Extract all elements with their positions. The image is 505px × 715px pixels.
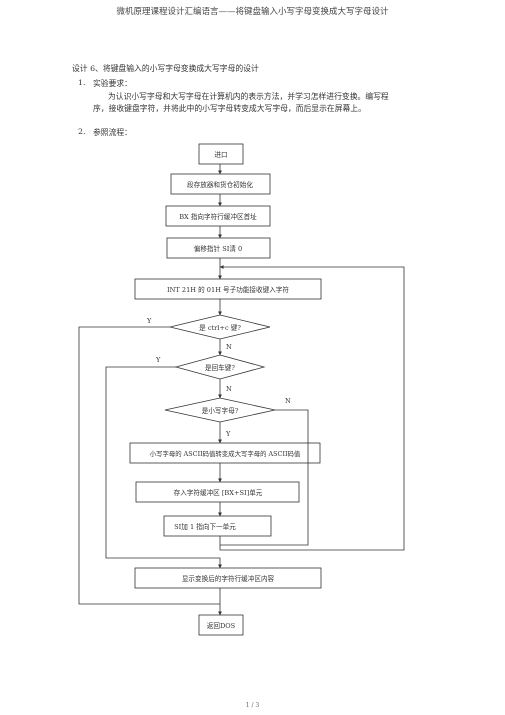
ctrlc-yes-label: Y <box>146 317 152 325</box>
convert-label: 小写字母的 ASCII码值转变成大写字母的 ASCII码值 <box>150 449 301 458</box>
ctrlc-no-label: N <box>226 343 232 351</box>
inc-label: SI加 1 指向下一单元 <box>174 522 236 531</box>
bx-label: BX 指向字符行缓冲区首址 <box>179 212 257 221</box>
lower-label: 是小写字母? <box>202 406 239 415</box>
start-label: 进口 <box>214 151 227 159</box>
init-label: 段存放器和货仓初始化 <box>187 180 253 189</box>
enter-label: 是回车键? <box>205 363 235 372</box>
flow-label: 参照流程： <box>93 128 132 137</box>
convert-box <box>129 442 321 464</box>
requirement-label: 实验要求： <box>93 79 132 88</box>
store-box <box>135 481 300 503</box>
requirement-line-2: 序，接收键盘字符，并将此中的小写字母转变成大写字母，而后显示在屏幕上。 <box>93 104 366 113</box>
display-box <box>134 567 322 589</box>
requirement-number: 1. <box>78 78 86 87</box>
inc-box <box>163 515 272 537</box>
int21-label: INT 21H 的 01H 号子功能接收键入字符 <box>167 285 289 294</box>
page-number: 1 / 3 <box>245 702 260 709</box>
display-label: 显示变换后的字符行缓冲区内容 <box>182 574 275 583</box>
si-label: 偏移指针 SI清 0 <box>194 244 242 253</box>
ctrlc-label: 是 ctrl+c 键? <box>199 323 241 332</box>
store-label: 存入字符缓冲区 [BX+SI]单元 <box>174 488 263 497</box>
flow-number: 2. <box>78 127 86 136</box>
page-header: 微机原理课程设计汇编语言——将键盘输入小写字母变换成大写字母设计 <box>116 7 389 17</box>
start-box <box>198 143 244 165</box>
int21-box <box>134 278 322 300</box>
lower-yes-label: Y <box>225 430 231 438</box>
lower-no-label: N <box>285 397 291 405</box>
enter-no-label: N <box>226 385 232 393</box>
requirement-line-1: 为认识小写字母和大写字母在计算机内的表示方法，并学习怎样进行变换。编写程 <box>108 92 389 101</box>
return-label: 返回DOS <box>207 622 236 630</box>
enter-yes-label: Y <box>155 356 161 364</box>
section-title: 设计 6、将键盘输入的小写字母变换成大写字母的设计 <box>72 64 259 73</box>
